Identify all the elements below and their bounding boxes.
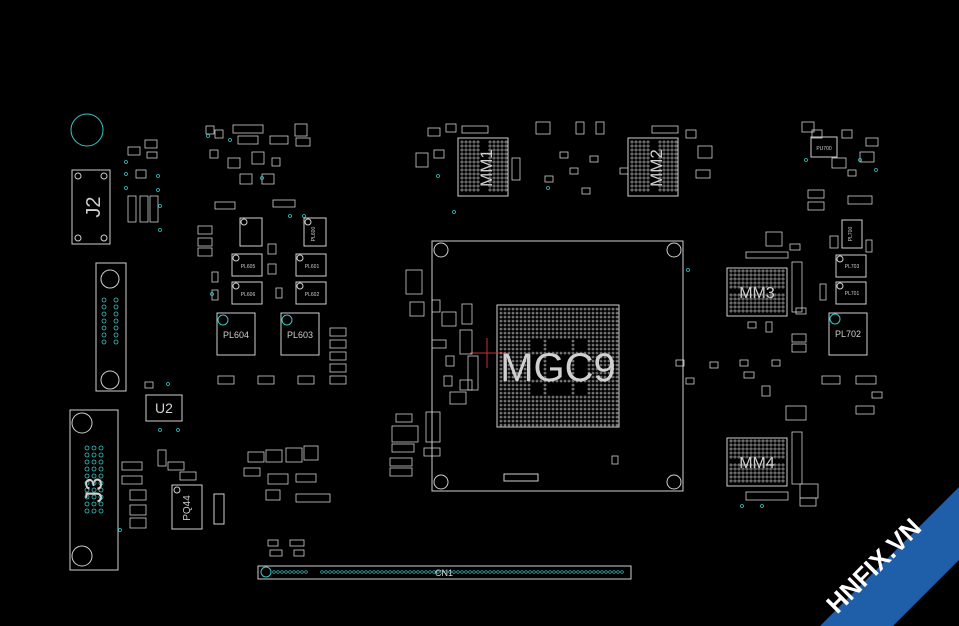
connector-j3[interactable]: J3 [69,409,119,571]
inductor-pl603[interactable]: PL603 [280,312,320,356]
pl701-label: PL701 [845,291,860,297]
inductor-pl700[interactable]: PL700 [841,219,863,249]
pl703-label: PL703 [845,264,860,270]
chip-pu700[interactable]: PU700 [810,136,838,158]
inductor-pl606[interactable]: PL606 [231,281,263,305]
mm3-label: MM3 [739,285,775,302]
connector-cn1[interactable]: CN1 [257,565,632,580]
gpu-mgc9[interactable]: MGC9 [431,240,684,492]
connector-j5[interactable] [95,262,127,392]
inductor-pl601[interactable]: PL601 [295,253,327,277]
mounting-hole [70,113,104,147]
j2-label: J2 [83,196,105,217]
pl601-label: PL601 [305,264,320,270]
pu700-label: PU700 [816,146,832,152]
component[interactable] [213,493,225,525]
pl603-label: PL603 [287,330,313,340]
mm1-label: MM1 [477,149,496,187]
pl606-label: PL606 [241,292,256,298]
inductor-pl602[interactable]: PL602 [295,281,327,305]
inductor-pl600[interactable]: PL600 [303,217,327,247]
pl700-label: PL700 [848,227,854,242]
pq44-label: PQ44 [182,495,193,521]
memory-mm4[interactable]: MM4 [726,437,788,487]
pl702-label: PL702 [835,329,861,339]
memory-mm1[interactable]: MM1 [457,137,509,197]
mm4-label: MM4 [739,455,775,472]
memory-mm2[interactable]: MM2 [627,137,679,197]
chip-u2[interactable]: U2 [145,394,183,422]
inductor-pl605[interactable]: PL605 [231,253,263,277]
inductor-pl702[interactable]: PL702 [828,312,868,356]
inductor-pl703[interactable]: PL703 [835,254,867,278]
inductor-small-left[interactable] [239,217,263,247]
passive-components [118,121,883,557]
cn1-label: CN1 [435,568,453,578]
gpu-label: MGC9 [500,346,616,390]
inductor-pl604[interactable]: PL604 [216,312,256,356]
j3-label: J3 [81,477,108,502]
connector-j2[interactable]: J2 [71,169,111,245]
u2-label: U2 [155,400,173,416]
mm2-label: MM2 [647,149,666,187]
pl602-label: PL602 [305,292,320,298]
pl605-label: PL605 [241,264,256,270]
inductor-pl701[interactable]: PL701 [835,281,867,305]
pl604-label: PL604 [223,330,249,340]
pl600-label: PL600 [311,227,317,242]
memory-mm3[interactable]: MM3 [726,267,788,317]
mosfet-pq44[interactable]: PQ44 [171,484,203,530]
